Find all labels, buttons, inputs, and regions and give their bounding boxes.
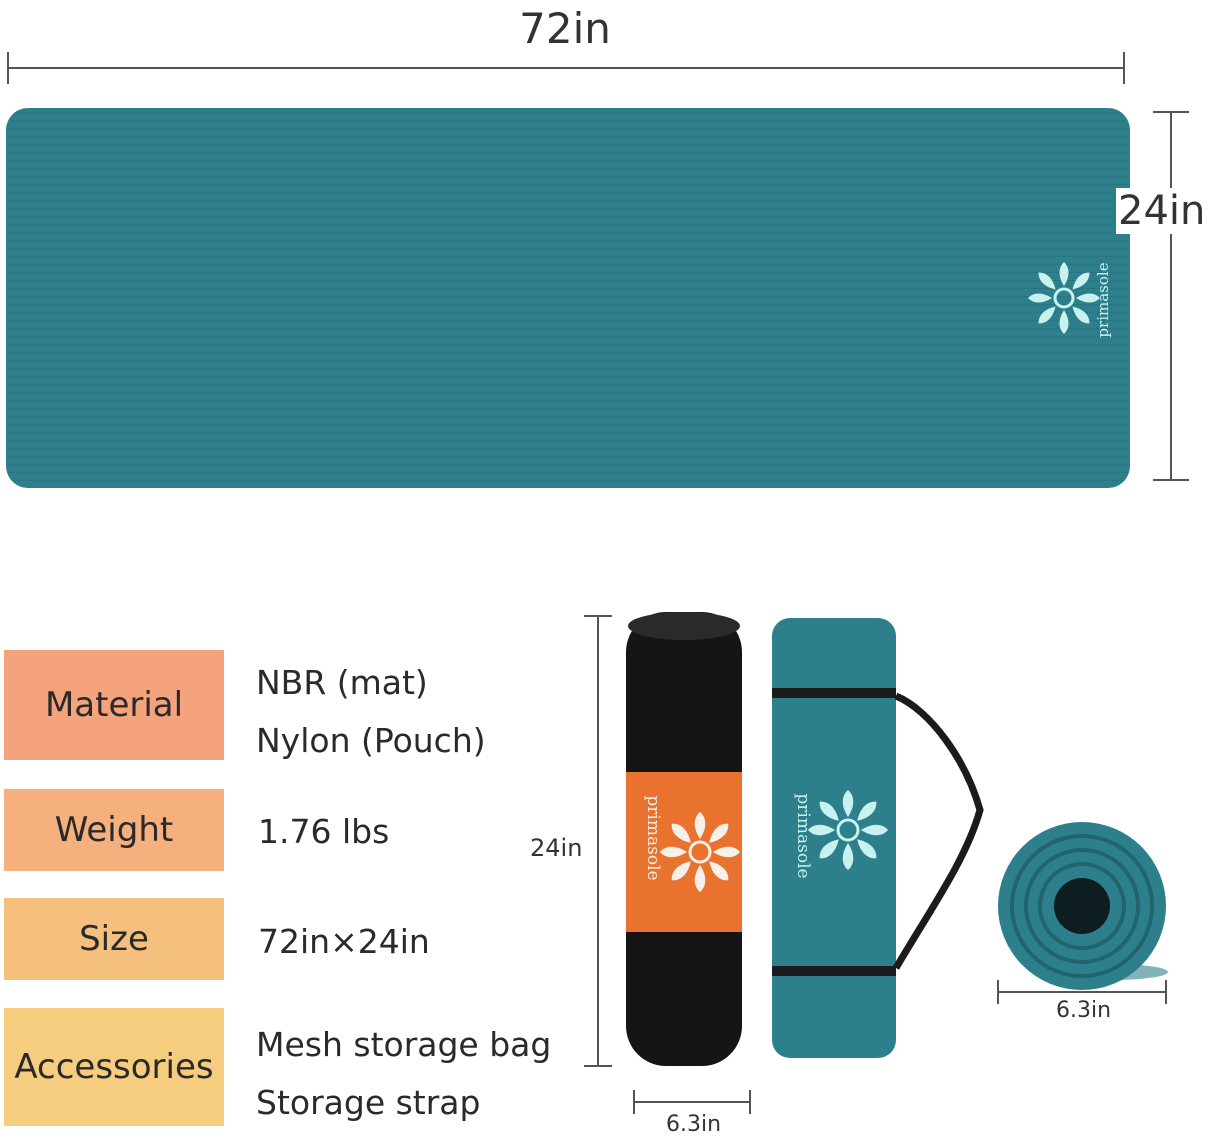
spec-label-weight: Weight	[4, 789, 224, 871]
spec-value-material-2: Nylon (Pouch)	[256, 721, 486, 760]
pouch-logo-icon	[660, 812, 740, 892]
strapped-rolled-mat: primasole	[772, 618, 984, 1058]
flat-mat-logo-icon	[1028, 262, 1100, 334]
spec-value-material-1: NBR (mat)	[256, 663, 428, 702]
rolled-height-label: 24in	[530, 834, 583, 862]
roll-diameter-label: 6.3in	[1056, 998, 1112, 1023]
length-label: 72in	[519, 4, 611, 53]
rolled-mat-brand: primasole	[793, 793, 813, 878]
storage-pouch: primasole	[626, 612, 742, 1066]
pouch-brand: primasole	[643, 795, 663, 880]
top-dimension-lines: primasole	[6, 52, 1189, 488]
spec-value-accessories-1: Mesh storage bag	[256, 1025, 552, 1064]
spec-value-size: 72in×24in	[258, 922, 430, 961]
flat-mat-brand: primasole	[1094, 262, 1112, 337]
spec-value-weight: 1.76 lbs	[258, 812, 390, 851]
width-label: 24in	[1116, 188, 1208, 234]
spec-label-material: Material	[4, 650, 224, 760]
rolled-mat-logo-icon	[808, 790, 888, 870]
flat-mat	[6, 108, 1130, 488]
rolled-mat-end-view	[998, 822, 1168, 990]
pouch-width-label: 6.3in	[666, 1112, 722, 1137]
spec-value-accessories-2: Storage strap	[256, 1083, 481, 1122]
rolled-products: primasole primasole	[584, 612, 1168, 1114]
spec-value-accessories: Mesh storage bag Storage strap	[256, 1016, 551, 1132]
spec-value-material: NBR (mat) Nylon (Pouch)	[256, 654, 486, 770]
spec-label-size: Size	[4, 898, 224, 980]
spec-label-accessories: Accessories	[4, 1008, 224, 1126]
